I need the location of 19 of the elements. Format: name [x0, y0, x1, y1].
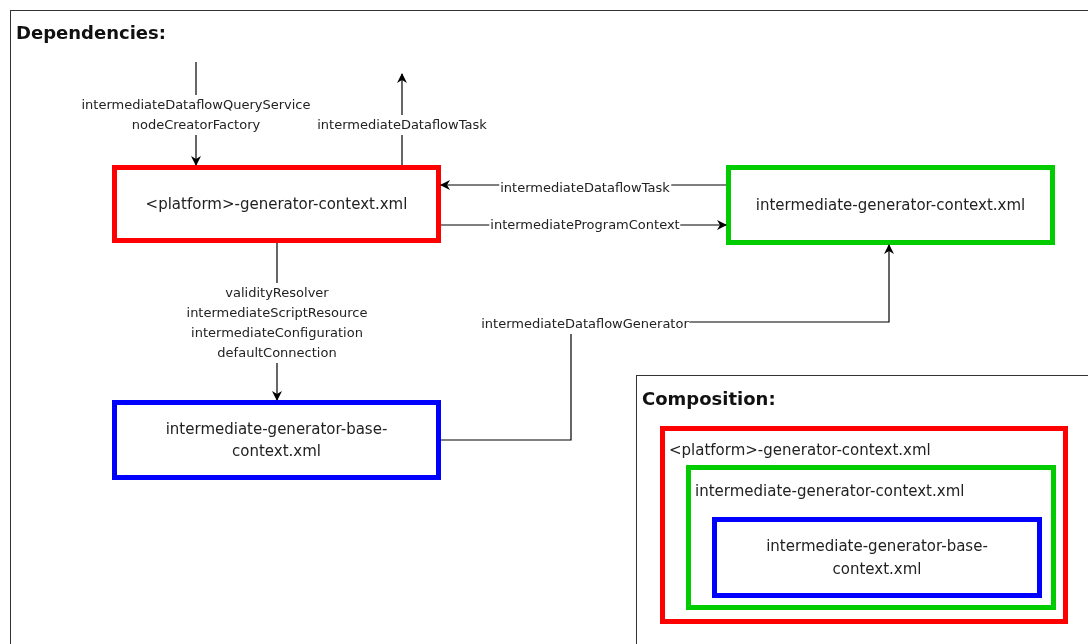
panel-title: Composition: — [642, 388, 776, 409]
edge-label: intermediateDataflowTask — [316, 115, 488, 135]
edge-label: validityResolver intermediateScriptResource intermediateConfiguration defaultConnection — [185, 283, 369, 363]
container-box — [686, 465, 1056, 610]
process-box — [112, 165, 441, 243]
process-box — [712, 517, 1042, 598]
box-label: <platform>-generator-context.xml — [144, 193, 409, 215]
box-label: intermediate-generator-base-context.xml — [164, 418, 389, 462]
box-label: <platform>-generator-context.xml — [669, 441, 931, 459]
container-box — [660, 426, 1068, 624]
panel-title: Dependencies: — [16, 22, 166, 43]
panel-frame — [636, 375, 1088, 644]
box-label: intermediate-generator-context.xml — [695, 482, 965, 500]
process-box — [726, 165, 1055, 245]
edge-label: intermediateDataflowQueryService nodeCreatorFactory — [80, 95, 312, 135]
box-label: intermediate-generator-base-context.xml — [765, 536, 989, 580]
box-label: intermediate-generator-context.xml — [754, 194, 1027, 216]
panel-frame — [10, 10, 1088, 644]
process-box — [112, 400, 441, 480]
